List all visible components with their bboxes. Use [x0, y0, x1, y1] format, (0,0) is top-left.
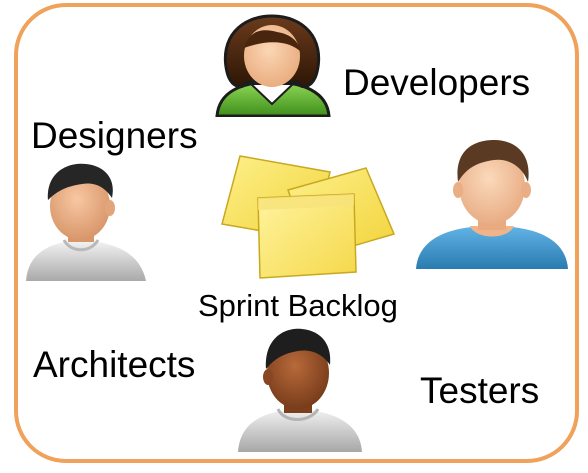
tester-avatar-icon [416, 140, 568, 269]
architects-label: Architects [33, 344, 196, 385]
developer-avatar-icon [215, 14, 331, 117]
designer-avatar-icon [26, 163, 146, 281]
testers-label: Testers [420, 370, 540, 411]
sprint-backlog-notes-icon [221, 155, 396, 279]
sprint-backlog-label: Sprint Backlog [198, 288, 398, 323]
developers-label: Developers [343, 62, 531, 103]
designers-label: Designers [31, 115, 198, 156]
architect-avatar-icon [238, 328, 362, 452]
